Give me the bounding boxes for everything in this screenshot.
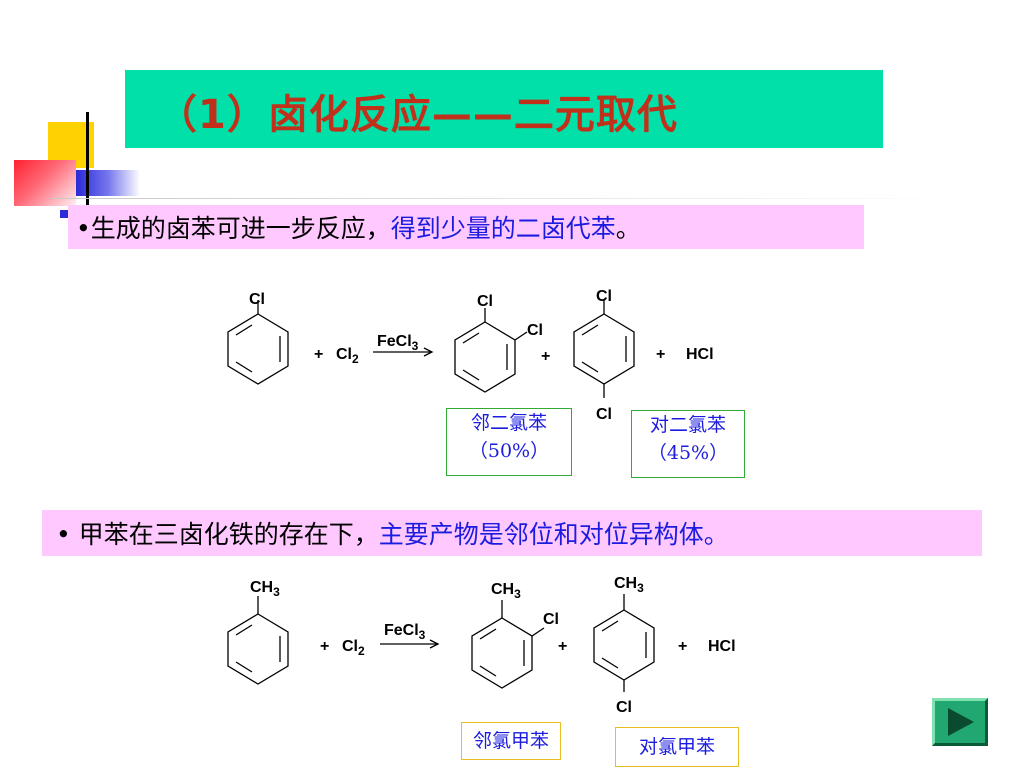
ortho-product-2-ring <box>471 617 533 689</box>
reaction-1-plus-2: + <box>541 348 550 365</box>
ortho-dichlorobenzene-name: 邻二氯苯 <box>470 412 547 434</box>
ortho-product-1-ring <box>454 321 516 393</box>
para-product-1-ring <box>573 313 635 385</box>
reactant-1-substituent: Cl <box>249 291 265 308</box>
bullet-1-period: 。 <box>615 214 641 243</box>
next-slide-button[interactable] <box>932 698 988 746</box>
reaction-2-catalyst: FeCl3 <box>384 622 426 642</box>
reaction-1-reagent: Cl2 <box>336 346 359 366</box>
bullet-2-text: • 甲苯在三卤化铁的存在下， <box>56 520 379 549</box>
slide-title-banner: （1）卤化反应——二元取代 <box>125 70 883 148</box>
reaction-2-byproduct: HCl <box>708 638 736 655</box>
decor-horizontal-line <box>52 198 962 199</box>
para-dichlorobenzene-yield: （45%） <box>647 442 729 464</box>
ortho-product-1-cl-2: Cl <box>527 322 543 339</box>
para-chlorotoluene-name: 对氯甲苯 <box>638 736 715 758</box>
para-product-1-cl-bottom: Cl <box>596 406 612 423</box>
para-dichlorobenzene-label: 对二氯苯 （45%） <box>631 410 745 478</box>
slide-title: （1）卤化反应——二元取代 <box>157 92 678 138</box>
decor-blue-dot <box>60 210 68 218</box>
reactant-1-benzene-ring <box>227 313 289 385</box>
reaction-1-plus-1: + <box>314 346 323 363</box>
reaction-2-scheme: CH3 + Cl2 FeCl3 CH3 Cl + CH3 Cl + HCl <box>227 575 736 716</box>
bullet-point-2: • 甲苯在三卤化铁的存在下，主要产物是邻位和对位异构体。 <box>42 510 982 556</box>
ortho-product-1-cl-1: Cl <box>477 293 493 310</box>
play-triangle-icon <box>948 708 974 736</box>
bullet-2-highlight: 主要产物是邻位和对位异构体。 <box>378 520 729 549</box>
para-chlorotoluene-label: 对氯甲苯 <box>615 727 739 767</box>
ortho-dichlorobenzene-yield: （50%） <box>468 440 550 462</box>
reaction-2-reagent: Cl2 <box>342 638 365 658</box>
para-dichlorobenzene-name: 对二氯苯 <box>649 414 726 436</box>
reaction-1-byproduct: HCl <box>686 346 714 363</box>
decor-red-square <box>14 160 76 206</box>
ortho-chlorotoluene-name: 邻氯甲苯 <box>472 730 549 752</box>
para-product-2-cl: Cl <box>616 699 632 716</box>
bullet-1-text: •生成的卤苯可进一步反应， <box>76 214 391 243</box>
para-product-2-ring <box>593 609 655 681</box>
reaction-2-plus-1: + <box>320 638 329 655</box>
ortho-product-2-methyl: CH3 <box>491 581 521 601</box>
reaction-2-plus-2: + <box>558 638 567 655</box>
ortho-dichlorobenzene-label: 邻二氯苯 （50%） <box>446 408 572 476</box>
para-product-1-cl-top: Cl <box>596 288 612 305</box>
para-product-2-methyl: CH3 <box>614 575 644 595</box>
reactant-2-benzene-ring <box>227 613 289 685</box>
reactant-2-substituent: CH3 <box>250 579 280 599</box>
reaction-1-scheme: Cl + Cl2 FeCl3 Cl Cl + Cl Cl + HCl <box>227 288 714 423</box>
ortho-chlorotoluene-label: 邻氯甲苯 <box>461 722 561 760</box>
ortho-product-2-cl: Cl <box>543 611 559 628</box>
reaction-2-plus-3: + <box>678 638 687 655</box>
bullet-1-highlight: 得到少量的二卤代苯 <box>390 214 616 243</box>
reaction-1-catalyst: FeCl3 <box>377 333 419 353</box>
reaction-1-plus-3: + <box>656 346 665 363</box>
bullet-point-1: •生成的卤苯可进一步反应，得到少量的二卤代苯。 <box>68 205 864 249</box>
decor-vertical-line <box>86 112 89 208</box>
